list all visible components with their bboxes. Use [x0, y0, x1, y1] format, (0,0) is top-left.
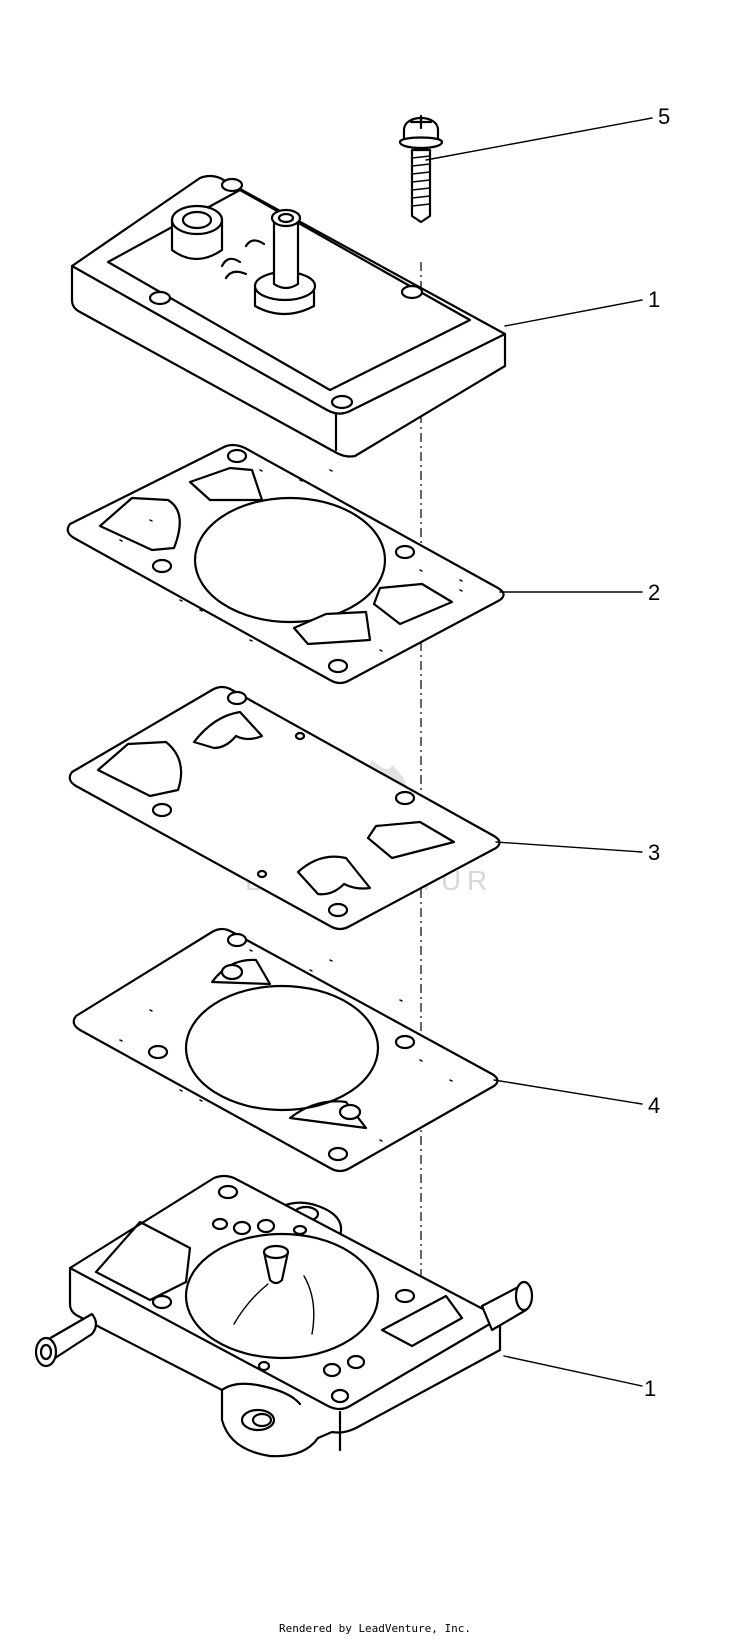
diaphragm-3: [68, 685, 501, 931]
callout-part-3: 3: [648, 840, 660, 865]
gasket-2-window: [372, 582, 454, 626]
gasket-2-diaphragm-opening: [193, 496, 387, 624]
footer-credit: Rendered by LeadVenture, Inc.: [279, 1622, 471, 1635]
leader-lines: [425, 117, 653, 1387]
leader-line-1-top: [504, 299, 643, 327]
top-cover-hole: [148, 290, 172, 306]
top-cover-hole: [400, 284, 424, 300]
callout-part-1-top: 1: [648, 287, 660, 312]
leader-line-3: [495, 841, 643, 853]
pump-body: [34, 1174, 534, 1458]
diaphragm-3-window: [96, 740, 183, 798]
gasket-4-valve-seat: [288, 1100, 368, 1130]
gasket-2-window: [98, 496, 181, 552]
screw: [398, 114, 444, 224]
top-cover-hole: [220, 177, 244, 193]
pump-body-chamber: [380, 1294, 464, 1348]
screw-shank: [410, 148, 432, 224]
callout-part-1-bottom: 1: [644, 1376, 656, 1401]
gasket-4-diaphragm-opening: [184, 984, 380, 1112]
diaphragm-3-flap-valve: [192, 710, 264, 750]
top-cover-hole: [330, 394, 354, 410]
gasket-2-window: [188, 466, 264, 502]
pump-body-valve-post: [262, 1250, 290, 1285]
pump-body-chamber: [94, 1220, 192, 1302]
leader-line-5: [425, 117, 653, 161]
callout-part-5: 5: [658, 104, 670, 129]
gasket-4: [72, 927, 499, 1173]
leader-line-4: [493, 1079, 643, 1105]
gasket-2-window: [292, 610, 372, 646]
callout-part-2: 2: [648, 580, 660, 605]
pump-body-diaphragm-cavity: [184, 1232, 380, 1360]
diaphragm-3-flap-valve: [296, 855, 372, 896]
diaphragm-3-window: [366, 820, 456, 860]
top-cover-arrow-marks: [220, 239, 266, 280]
top-cover: [70, 174, 507, 458]
gasket-4-valve-seat: [210, 958, 272, 986]
leader-line-1-bottom: [503, 1355, 643, 1387]
gasket-2: [66, 443, 505, 685]
callout-part-4: 4: [648, 1093, 660, 1118]
screw-washer: [398, 136, 444, 150]
diaphragm-3-outline: [68, 685, 501, 931]
top-cover-fitting-nipple: [272, 216, 300, 290]
